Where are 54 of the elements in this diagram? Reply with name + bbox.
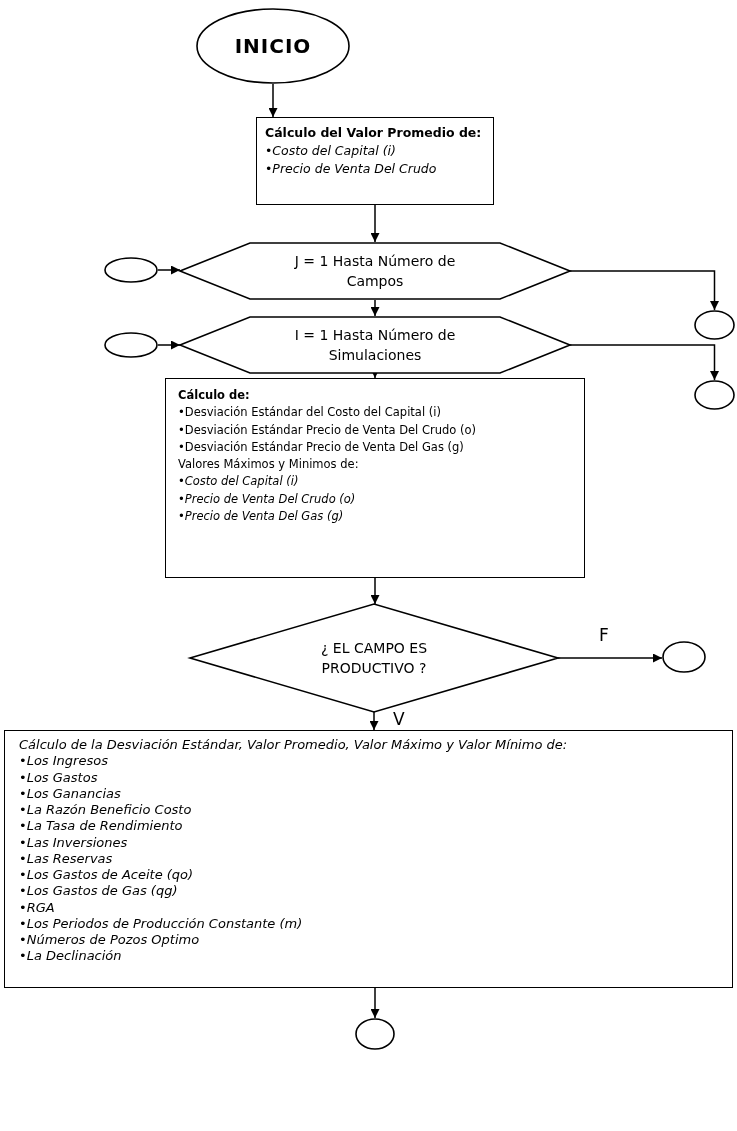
connector-circle — [694, 380, 735, 410]
node-label: J = 1 Hasta Número de Campos — [293, 251, 457, 291]
list-item: •La Declinación — [19, 948, 122, 965]
list-item: Cálculo de la Desviación Estándar, Valor Promedio, Valor Máximo y Valor Mínimo de: — [19, 737, 568, 754]
list-item: •Las Reservas — [19, 850, 113, 867]
arrow — [370, 204, 380, 243]
arrow — [370, 987, 380, 1019]
list-item: •Los Gastos — [19, 769, 98, 786]
loop-hexagon — [180, 242, 570, 300]
list-item: •Los Gastos de Aceite (qo) — [19, 867, 194, 884]
list-item: •Números de Pozos Optimo — [19, 932, 200, 949]
arrow — [569, 344, 719, 381]
arrow — [369, 711, 379, 731]
arrow — [370, 577, 380, 605]
node-label: I = 1 Hasta Número de Simulaciones — [293, 325, 457, 365]
box-heading: Cálculo del Valor Promedio de: — [265, 124, 482, 142]
list-item: •Las Inversiones — [19, 834, 128, 851]
arrow — [157, 265, 181, 275]
connector-circle — [104, 257, 158, 283]
list-item: •La Tasa de Rendimiento — [19, 818, 183, 835]
start-ellipse — [196, 8, 350, 84]
list-item: •RGA — [19, 899, 55, 916]
connector-circle — [662, 641, 706, 673]
list-item: •Los Gastos de Gas (qg) — [19, 883, 178, 900]
list-item: •Desviación Estándar del Costo del Capital (i) — [178, 404, 441, 422]
list-item: •Desviación Estándar Precio de Venta Del Gas (g) — [178, 438, 464, 456]
loop-hexagon — [180, 316, 570, 374]
arrow — [370, 299, 380, 317]
list-item: •Precio de Venta Del Crudo (o) — [178, 490, 356, 508]
list-item: •Desviación Estándar Precio de Venta Del Crudo (o) — [178, 421, 476, 439]
arrow — [157, 340, 181, 350]
list-item: •Costo del Capital (i) — [178, 473, 299, 491]
list-item: •Los Ganancias — [19, 785, 121, 802]
list-item: •La Razón Beneficio Costo — [19, 802, 192, 819]
node-label: ¿ EL CAMPO ES PRODUCTIVO ? — [319, 638, 429, 678]
decision-diamond — [190, 604, 558, 712]
edge-label: V — [390, 711, 408, 728]
list-item: •Los Periodos de Producción Constante (m) — [19, 915, 303, 932]
process-box — [165, 378, 585, 578]
connector-circle — [694, 310, 735, 340]
list-item: •Los Ingresos — [19, 753, 108, 770]
process-box — [4, 730, 733, 988]
arrow — [268, 83, 278, 118]
connector-circle — [104, 332, 158, 358]
list-item: •Costo del Capital (i) — [265, 142, 396, 161]
arrow — [569, 270, 719, 311]
box-heading: Cálculo de: — [178, 387, 250, 404]
list-item: •Precio de Venta Del Crudo — [265, 160, 437, 179]
process-box — [256, 117, 494, 205]
connector-circle — [355, 1018, 395, 1050]
arrow — [557, 653, 663, 663]
list-item: •Precio de Venta Del Gas (g) — [178, 507, 344, 525]
list-item: Valores Máximos y Minimos de: — [178, 456, 359, 473]
node-label: INICIO — [234, 32, 312, 60]
